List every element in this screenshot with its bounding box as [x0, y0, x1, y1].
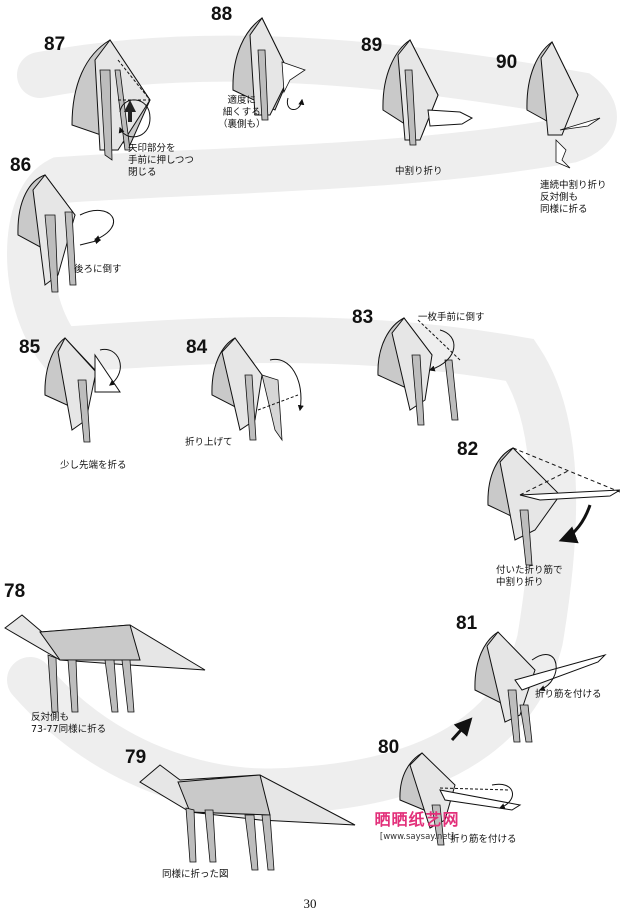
step-number-87: 87	[44, 35, 65, 54]
step-caption-83: 一枚手前に倒す	[418, 312, 485, 324]
step-number-80: 80	[378, 738, 399, 757]
step-caption-89: 中割り折り	[395, 166, 443, 178]
step-caption-90: 連続中割り折り 反対側も 同様に折る	[540, 180, 607, 216]
step-caption-88: 適度に 細くする （裏側も）	[218, 95, 266, 131]
step-number-82: 82	[457, 440, 478, 459]
step-number-90: 90	[496, 53, 517, 72]
step-number-89: 89	[361, 36, 382, 55]
step-number-79: 79	[125, 748, 146, 767]
page-number: 30	[0, 896, 620, 912]
step-number-86: 86	[10, 156, 31, 175]
watermark-site-name: 晒晒纸艺网	[362, 806, 472, 830]
step-number-85: 85	[19, 338, 40, 357]
step-number-78: 78	[4, 582, 25, 601]
step-caption-87: 矢印部分を 手前に押しつつ 閉じる	[128, 143, 194, 179]
step-caption-85: 少し先端を折る	[60, 460, 127, 472]
step-caption-81: 折り筋を付ける	[535, 689, 602, 701]
step-caption-86: 後ろに倒す	[74, 264, 122, 276]
watermark: 晒晒纸艺网 [www.saysay.net]	[362, 806, 472, 842]
step-caption-82: 付いた折り筋で 中割り折り	[496, 565, 563, 589]
step-caption-84: 折り上げて	[185, 437, 233, 449]
step-caption-78: 反対側も 73-77同様に折る	[31, 712, 106, 736]
step-caption-79: 同様に折った図	[162, 869, 229, 881]
step-number-81: 81	[456, 614, 477, 633]
step-number-83: 83	[352, 308, 373, 327]
watermark-url: [www.saysay.net]	[362, 832, 472, 842]
step-number-88: 88	[211, 5, 232, 24]
step-number-84: 84	[186, 338, 207, 357]
